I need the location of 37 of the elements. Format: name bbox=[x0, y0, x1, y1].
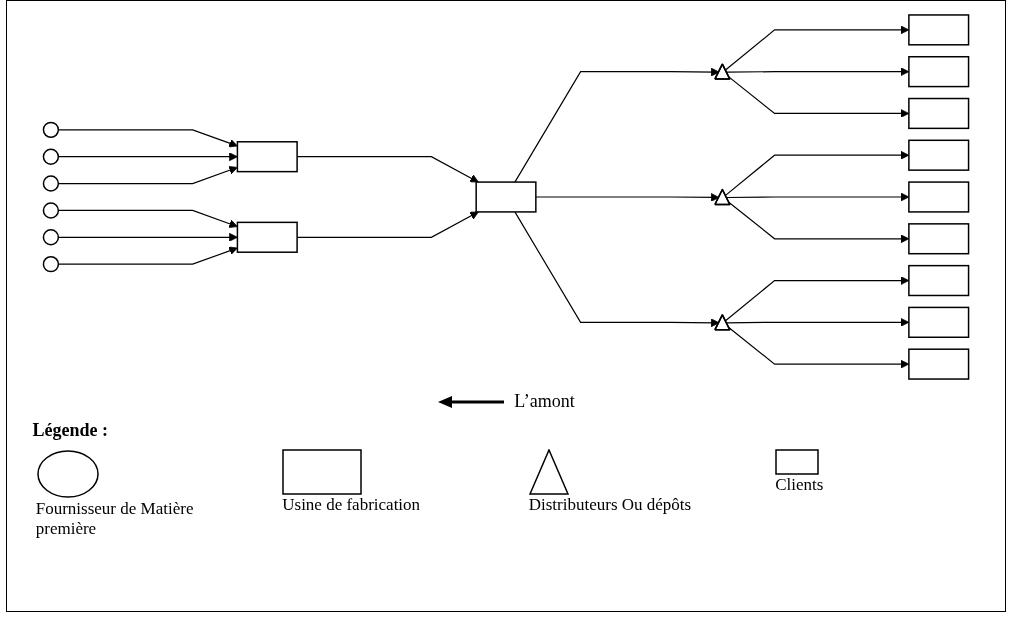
arrow bbox=[513, 67, 720, 183]
node-circle bbox=[42, 255, 59, 273]
node-circle bbox=[42, 229, 59, 246]
node-box bbox=[236, 221, 298, 253]
node-box bbox=[474, 181, 537, 213]
arrow bbox=[725, 67, 909, 77]
node-box bbox=[907, 56, 969, 88]
node-circle bbox=[42, 148, 59, 165]
node-box bbox=[236, 141, 298, 173]
legend-text: Fournisseur de Matière première bbox=[35, 499, 195, 539]
node-box bbox=[907, 348, 969, 380]
legend-text: Clients bbox=[775, 475, 824, 495]
legend-text: Usine de fabrication bbox=[282, 495, 421, 515]
node-box bbox=[907, 14, 969, 46]
node-box bbox=[907, 181, 969, 213]
node-circle bbox=[42, 202, 59, 219]
node-box bbox=[907, 264, 969, 297]
arrow bbox=[725, 317, 909, 327]
arrow bbox=[513, 211, 720, 328]
node-box bbox=[907, 223, 969, 255]
legend-text: Distributeurs Ou dépôts bbox=[528, 495, 692, 515]
legend-heading: Légende : bbox=[32, 420, 108, 440]
arrow bbox=[728, 76, 909, 118]
arrow bbox=[724, 276, 909, 322]
direction-label: L’amont bbox=[514, 391, 575, 412]
node-box bbox=[907, 139, 969, 171]
arrow bbox=[724, 25, 909, 71]
arrow bbox=[296, 211, 479, 238]
node-box bbox=[907, 306, 969, 338]
arrow bbox=[728, 327, 909, 369]
arrow bbox=[725, 192, 909, 202]
node-box bbox=[907, 97, 969, 130]
arrow bbox=[728, 201, 909, 244]
arrow bbox=[724, 150, 909, 196]
arrow bbox=[296, 156, 479, 183]
node-circle bbox=[42, 121, 59, 139]
node-circle bbox=[42, 175, 59, 192]
